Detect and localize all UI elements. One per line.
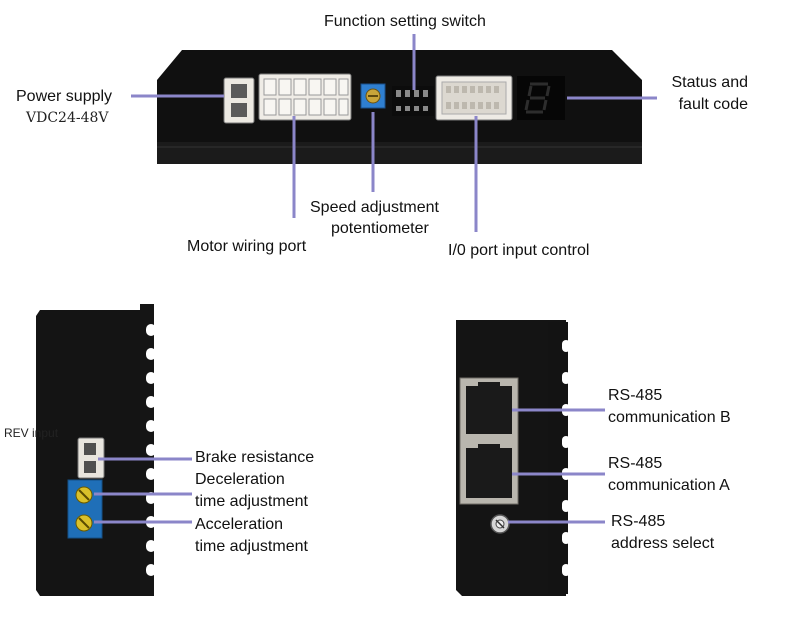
addr-label-line2: address select	[611, 535, 715, 552]
top-view-leaders	[131, 34, 657, 232]
decel-label-line1: Deceleration	[195, 471, 285, 488]
address-rotary-switch	[490, 514, 510, 534]
speed-potentiometer	[360, 83, 386, 109]
heatsink-base	[157, 140, 642, 164]
speed-label-line2: potentiometer	[331, 220, 429, 237]
rs485-a-label-line1: RS-485	[608, 455, 663, 472]
function-dip-switch	[392, 86, 434, 116]
decel-label-line2: time adjustment	[195, 493, 308, 510]
status-label-line2: fault code	[678, 96, 748, 113]
io-port-connector	[435, 75, 513, 121]
accel-label-line2: time adjustment	[195, 538, 308, 555]
rs485-b-label-line1: RS-485	[608, 387, 663, 404]
top-view-device	[157, 50, 642, 164]
left-view-leaders	[94, 457, 192, 524]
addr-label-line1: RS-485	[611, 513, 666, 530]
status-label-line1: Status and	[671, 74, 749, 91]
rj45-dual-port	[459, 377, 519, 505]
rev-input-label: REV input	[4, 426, 59, 440]
speed-label-line1: Speed adjustment	[310, 199, 439, 216]
motor-wiring-connector	[258, 73, 352, 121]
function-switch-label: Function setting switch	[324, 13, 486, 30]
adjustment-terminal-block	[67, 479, 103, 539]
voltage-label: VDC24-48V	[26, 110, 109, 126]
right-view-device	[456, 320, 570, 596]
right-view-leaders	[508, 408, 605, 524]
power-supply-connector	[223, 77, 255, 124]
brake-label: Brake resistance	[195, 449, 315, 466]
left-view-device	[36, 304, 156, 596]
accel-label-line1: Acceleration	[195, 516, 284, 533]
status-display	[517, 76, 565, 120]
power-supply-label: Power supply	[16, 88, 113, 105]
io-port-label: I/0 port input control	[448, 242, 590, 259]
motor-port-label: Motor wiring port	[187, 238, 307, 255]
rs485-a-label-line2: communication A	[608, 477, 730, 494]
rs485-b-label-line2: communication B	[608, 409, 731, 426]
